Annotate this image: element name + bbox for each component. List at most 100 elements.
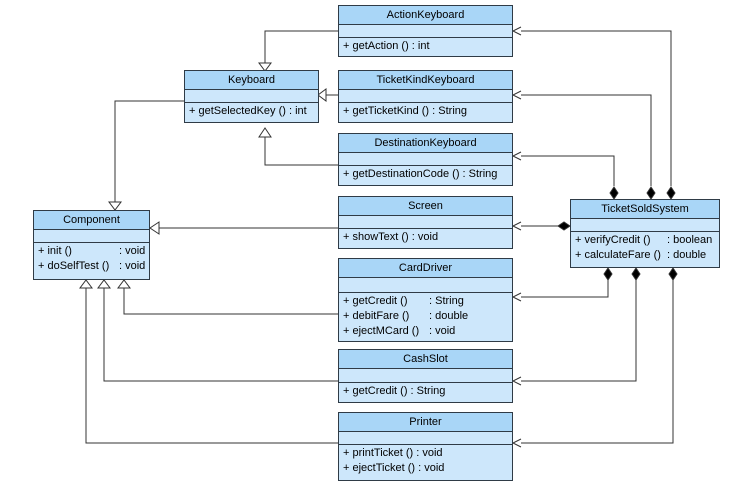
generalization-actionkeyboard-keyboard xyxy=(264,30,338,63)
operations-compartment: + getCredit () : String xyxy=(339,383,512,401)
composition-tss-carddriver xyxy=(521,280,609,298)
operations-compartment: + init () : void + doSelfTest (): void xyxy=(34,243,149,276)
operations-compartment: + getSelectedKey () : int xyxy=(185,103,318,121)
attributes-compartment xyxy=(339,432,512,445)
composition-tss-ticketkindkeyboard xyxy=(521,94,652,186)
operation: + doSelfTest (): void xyxy=(38,259,149,274)
class-name: Keyboard xyxy=(185,71,318,90)
operation: + getCredit (): String xyxy=(343,294,512,309)
operation: + getDestinationCode () : String xyxy=(343,168,498,180)
operation-signature: + verifyCredit () xyxy=(575,234,651,246)
operations-compartment: + showText () : void xyxy=(339,229,512,247)
operation-type: : void xyxy=(119,260,146,272)
operation: + verifyCredit () : boolean xyxy=(575,233,719,248)
composition-diamond xyxy=(631,267,641,281)
class-ticketkindkeyboard[interactable]: TicketKindKeyboard + getTicketKind () : … xyxy=(338,70,513,123)
operation: + calculateFare () : double xyxy=(575,248,719,263)
operation: + getTicketKind () : String xyxy=(343,105,468,117)
class-name: CardDriver xyxy=(339,259,512,278)
class-actionkeyboard[interactable]: ActionKeyboard + getAction () : int xyxy=(338,5,513,57)
operations-compartment: + printTicket () : void + ejectTicket ()… xyxy=(339,445,512,478)
attributes-compartment xyxy=(571,219,719,232)
operations-compartment: + getAction () : int xyxy=(339,38,512,56)
operation: + showText () : void xyxy=(343,231,439,243)
class-name: Component xyxy=(34,211,149,230)
attributes-compartment xyxy=(185,90,318,103)
operation-signature: + getCredit () xyxy=(343,295,408,307)
operation-type: : double xyxy=(429,310,469,322)
composition-diamond xyxy=(646,186,656,200)
class-destinationkeyboard[interactable]: DestinationKeyboard + getDestinationCode… xyxy=(338,133,513,186)
operation-signature: + debitFare () xyxy=(343,310,410,322)
composition-arrowhead xyxy=(511,292,522,302)
operation-signature: + init () xyxy=(38,245,72,257)
operation-signature: + calculateFare () xyxy=(575,249,661,261)
generalization-arrowhead xyxy=(149,221,160,235)
class-carddriver[interactable]: CardDriver + getCredit (): String + debi… xyxy=(338,258,513,342)
operation: + getAction () : int xyxy=(343,40,430,52)
composition-arrowhead xyxy=(511,438,522,448)
operations-compartment: + getTicketKind () : String xyxy=(339,103,512,121)
generalization-arrowhead xyxy=(108,201,122,211)
composition-tss-destinationkeyboard xyxy=(521,155,615,186)
composition-diamond xyxy=(557,221,571,231)
class-component[interactable]: Component + init () : void + doSelfTest (… xyxy=(33,210,150,280)
attributes-compartment xyxy=(339,278,512,293)
class-name: CashSlot xyxy=(339,350,512,369)
composition-tss-actionkeyboard xyxy=(521,30,672,186)
operations-compartment: + verifyCredit () : boolean + calculateFa… xyxy=(571,232,719,265)
generalization-arrowhead xyxy=(317,88,327,102)
composition-arrowhead xyxy=(511,376,522,386)
operation: + getCredit () : String xyxy=(343,385,446,397)
composition-arrowhead xyxy=(511,26,522,36)
operation: + debitFare () : double xyxy=(343,309,512,324)
class-name: Printer xyxy=(339,413,512,432)
class-screen[interactable]: Screen + showText () : void xyxy=(338,196,513,249)
composition-diamond xyxy=(666,186,676,200)
operation: + ejectTicket () : void xyxy=(343,462,445,474)
class-keyboard[interactable]: Keyboard + getSelectedKey () : int xyxy=(184,70,319,123)
operation: + printTicket () : void xyxy=(343,447,443,459)
operation-type: : void xyxy=(119,245,146,257)
attributes-compartment xyxy=(339,153,512,166)
attributes-compartment xyxy=(339,90,512,103)
composition-tss-printer xyxy=(521,280,674,444)
attributes-compartment xyxy=(339,369,512,383)
operation: + init () : void xyxy=(38,244,149,259)
composition-diamond xyxy=(609,186,619,200)
attributes-compartment xyxy=(339,25,512,38)
generalization-arrowhead xyxy=(79,279,93,289)
class-name: ActionKeyboard xyxy=(339,6,512,25)
attributes-compartment xyxy=(339,216,512,229)
generalization-arrowhead xyxy=(258,62,272,72)
class-name: Screen xyxy=(339,197,512,216)
generalization-arrowhead xyxy=(97,279,111,289)
generalization-destinationkeyboard-keyboard xyxy=(264,137,338,166)
attributes-compartment xyxy=(34,230,149,243)
composition-tss-cashslot xyxy=(521,280,637,382)
operations-compartment: + getCredit (): String + debitFare () : d… xyxy=(339,293,512,341)
operation-type: : boolean xyxy=(667,234,713,246)
class-ticketsoldsystem[interactable]: TicketSoldSystem + verifyCredit () : bool… xyxy=(570,199,720,268)
class-name: DestinationKeyboard xyxy=(339,134,512,153)
class-name: TicketSoldSystem xyxy=(571,200,719,219)
class-cashslot[interactable]: CashSlot + getCredit () : String xyxy=(338,349,513,403)
operation: + getSelectedKey () : int xyxy=(189,105,307,117)
composition-arrowhead xyxy=(511,151,522,161)
generalization-printer-component xyxy=(85,288,338,444)
composition-arrowhead xyxy=(511,221,522,231)
operation-type: : double xyxy=(667,249,707,261)
composition-diamond xyxy=(603,267,613,281)
composition-arrowhead xyxy=(511,90,522,100)
operation: + ejectMCard (): void xyxy=(343,324,512,339)
operation-type: : void xyxy=(429,325,456,337)
class-printer[interactable]: Printer + printTicket () : void + ejectT… xyxy=(338,412,513,481)
composition-diamond xyxy=(668,267,678,281)
class-name: TicketKindKeyboard xyxy=(339,71,512,90)
operations-compartment: + getDestinationCode () : String xyxy=(339,166,512,184)
generalization-arrowhead xyxy=(258,127,272,138)
generalization-arrowhead xyxy=(117,279,131,289)
generalization-cashslot-component xyxy=(103,288,338,382)
generalization-carddriver-component xyxy=(123,288,338,315)
